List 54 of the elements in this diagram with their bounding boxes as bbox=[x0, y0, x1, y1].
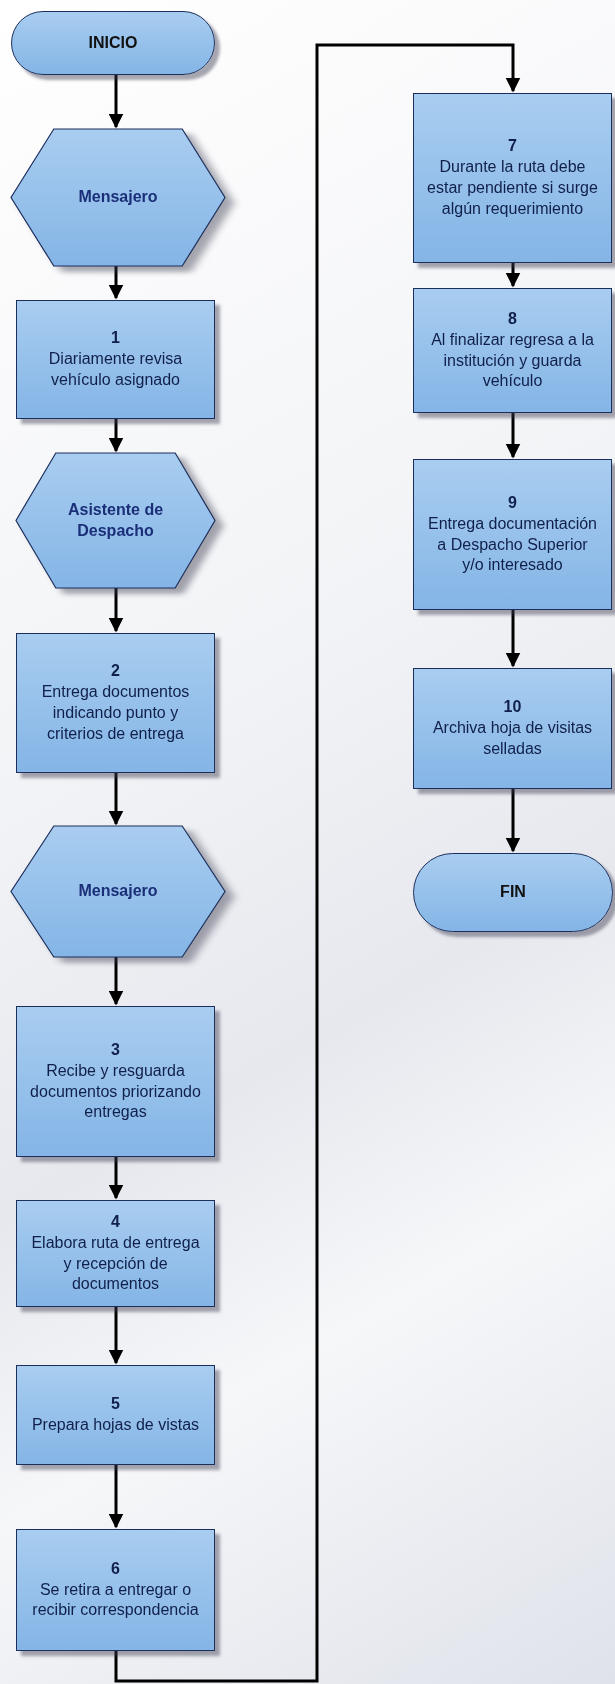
step-number: 5 bbox=[111, 1394, 120, 1415]
step-number: 9 bbox=[508, 492, 517, 513]
arrow bbox=[108, 1307, 124, 1365]
step-number: 8 bbox=[508, 308, 517, 329]
step-number: 7 bbox=[508, 136, 517, 157]
arrow bbox=[114, 43, 521, 1683]
node-label: Elabora ruta de entrega y recepción de documentos bbox=[30, 1232, 201, 1295]
arrow bbox=[108, 419, 124, 453]
arrow bbox=[108, 1157, 124, 1200]
node-label: Mensajero bbox=[78, 187, 158, 208]
node-label: Entrega documentación a Despacho Superior y/o interesado bbox=[427, 513, 598, 576]
arrow bbox=[108, 266, 124, 300]
process-box bbox=[16, 1006, 215, 1157]
node-label: Prepara hojas de vistas bbox=[31, 1415, 200, 1435]
node-label: Se retira a entregar o recibir correspondencia bbox=[31, 1579, 200, 1621]
arrow bbox=[505, 610, 521, 668]
step-number: 2 bbox=[111, 661, 120, 682]
arrow bbox=[108, 957, 124, 1006]
arrow bbox=[108, 1465, 124, 1529]
process-box bbox=[413, 93, 612, 263]
process-box bbox=[16, 1365, 215, 1465]
node-label: FIN bbox=[500, 882, 526, 903]
hexagon-box bbox=[16, 453, 215, 588]
arrow bbox=[108, 588, 124, 633]
step-number: 4 bbox=[111, 1211, 120, 1232]
terminal-box bbox=[413, 853, 613, 932]
arrow bbox=[108, 773, 124, 826]
node-label: Diariamente revisa vehículo asignado bbox=[47, 349, 184, 390]
process-box bbox=[16, 1529, 215, 1651]
node-label: INICIO bbox=[88, 32, 138, 53]
node-label: Al finalizar regresa a la institución y guarda vehículo bbox=[430, 329, 595, 392]
process-box bbox=[413, 459, 612, 610]
node-label: Recibe y resguarda documentos priorizando entregas bbox=[29, 1060, 202, 1123]
process-box bbox=[16, 300, 215, 419]
process-box bbox=[16, 1200, 215, 1307]
arrow bbox=[505, 263, 521, 288]
arrow bbox=[108, 75, 124, 129]
step-number: 10 bbox=[503, 697, 522, 718]
node-label: Asistente de Despacho bbox=[66, 499, 165, 541]
node-label: Entrega documentos indicando punto y criterios de entrega bbox=[40, 682, 191, 744]
node-label: Mensajero bbox=[78, 881, 158, 902]
step-number: 6 bbox=[111, 1558, 120, 1579]
node-label: Archiva hoja de visitas selladas bbox=[431, 718, 594, 759]
step-number: 1 bbox=[111, 328, 120, 349]
process-box bbox=[413, 288, 612, 413]
arrow bbox=[505, 413, 521, 459]
terminal-box bbox=[11, 11, 215, 75]
arrow bbox=[505, 789, 521, 853]
process-box bbox=[413, 668, 612, 789]
step-number: 3 bbox=[111, 1039, 120, 1060]
node-label: Durante la ruta debe estar pendiente si surge algún requerimiento bbox=[426, 157, 599, 219]
hexagon-box bbox=[11, 129, 225, 266]
process-box bbox=[16, 633, 215, 773]
hexagon-box bbox=[11, 826, 225, 957]
